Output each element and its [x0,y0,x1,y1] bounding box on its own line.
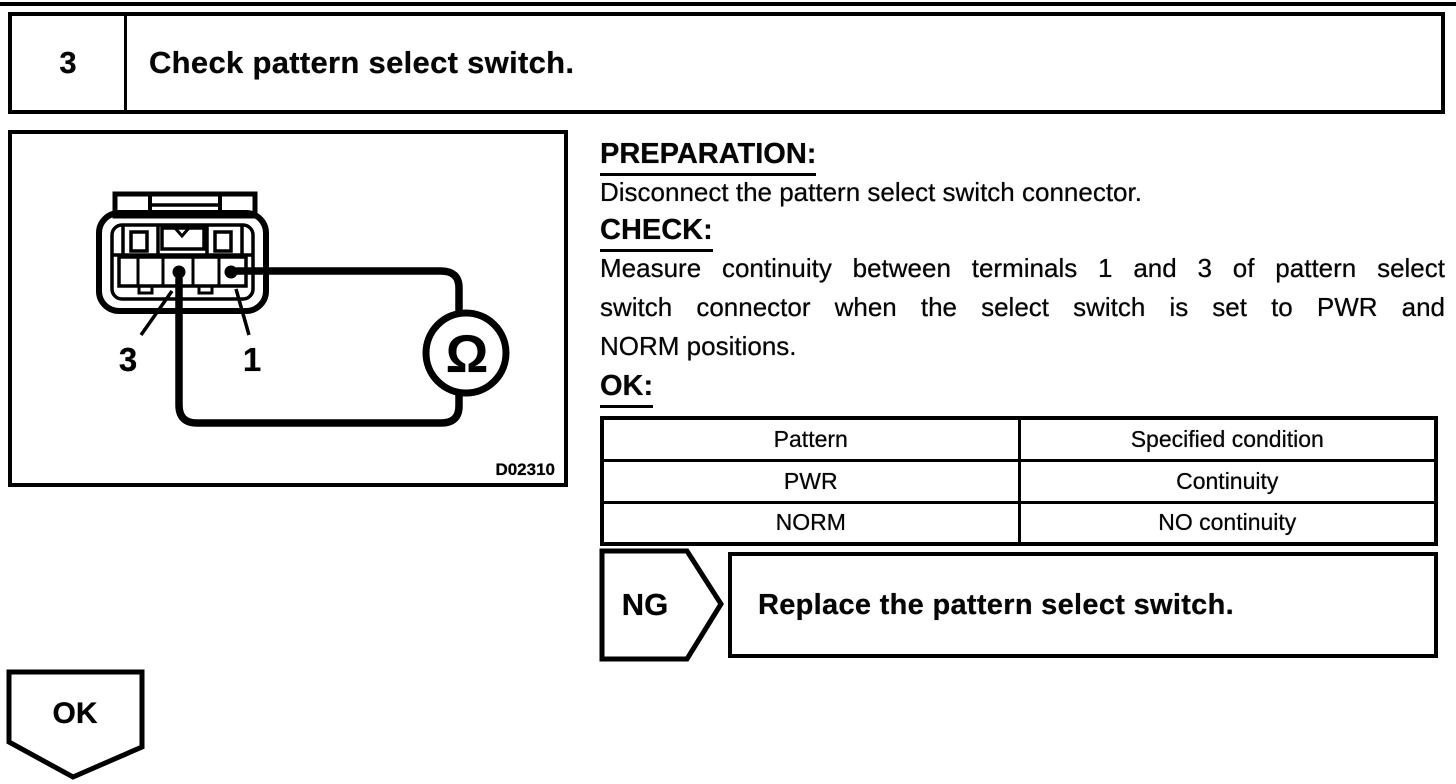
table-row: NORM NO continuity [600,500,1438,546]
table-row: PWR Continuity [600,458,1438,504]
table-cell-condition: NO continuity [1017,500,1438,546]
page-top-scan-line [0,2,1456,6]
check-heading: CHECK: [600,216,713,252]
terminal-1-leader-line [234,288,251,336]
table-cell-pattern: PWR [600,458,1021,504]
step-title: Check pattern select switch. [149,45,575,80]
preparation-heading: PREPARATION: [600,140,817,176]
terminal-3-dot [172,265,186,279]
ng-action-box: Replace the pattern select switch. [728,552,1438,658]
ok-arrow: OK [6,669,145,780]
ng-label: NG [622,587,669,622]
connector-diagram-figure: Ω 3 1 D02310 [8,130,568,487]
step-number: 3 [12,16,127,110]
check-text-line: NORM positions. [600,331,797,361]
ng-arrow: NG [599,548,724,662]
terminal-1-label: 1 [243,341,261,378]
check-text-line: Measure continuity between terminals 1 a… [600,253,1445,283]
connector-diagram-svg: Ω 3 1 D02310 [96,191,555,479]
table-header-specified-condition: Specified condition [1017,416,1438,462]
step-header: 3 Check pattern select switch. [8,12,1445,114]
ok-label: OK [53,697,98,730]
check-text-line: switch connector when the select switch … [600,292,1445,322]
terminal-3-leader-line [139,289,174,337]
ohm-symbol: Ω [446,325,489,384]
ok-condition-table: Pattern Specified condition PWR Continui… [600,416,1438,546]
table-header-pattern: Pattern [600,416,1021,462]
preparation-text: Disconnect the pattern select switch con… [600,177,1142,207]
test-lead-wires [175,267,463,427]
table-cell-condition: Continuity [1017,458,1438,504]
terminal-3-label: 3 [119,341,137,378]
table-header-row: Pattern Specified condition [600,416,1438,462]
ng-action-text: Replace the pattern select switch. [758,588,1234,621]
table-cell-pattern: NORM [600,500,1021,546]
ok-heading: OK: [600,372,654,408]
figure-code: D02310 [495,460,555,479]
ohmmeter-icon: Ω [422,309,510,397]
